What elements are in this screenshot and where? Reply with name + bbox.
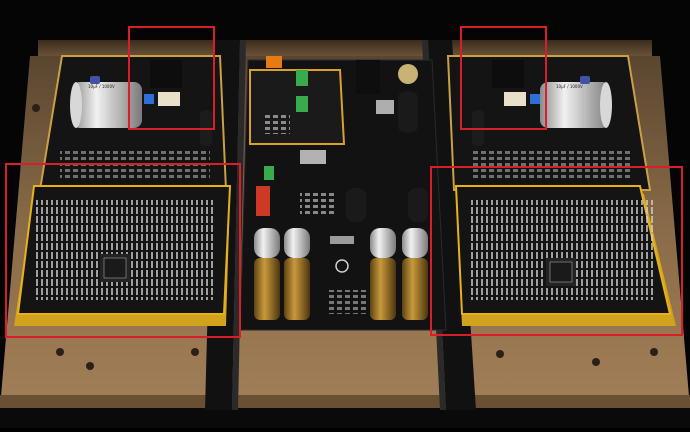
svg-text:10μF / 1000V: 10μF / 1000V: [88, 84, 115, 89]
left-ladder-board-stack: [14, 185, 232, 326]
annotation-box-bottom-right: [430, 166, 683, 336]
chassis-back-panel: [38, 40, 652, 56]
annotation-box-bottom-left: [5, 163, 241, 338]
center-capacitors-right: [370, 228, 428, 320]
left-filter-capacitor: 10μF / 1000V: [70, 82, 142, 128]
center-capacitors-left: [254, 228, 310, 320]
annotation-box-top-right: [460, 26, 547, 130]
right-filter-capacitor: 10μF / 1000V: [540, 82, 612, 128]
annotation-box-top-left: [128, 26, 215, 130]
right-ladder-board-stack: [454, 185, 676, 326]
svg-text:10μF / 1000V: 10μF / 1000V: [556, 84, 583, 89]
